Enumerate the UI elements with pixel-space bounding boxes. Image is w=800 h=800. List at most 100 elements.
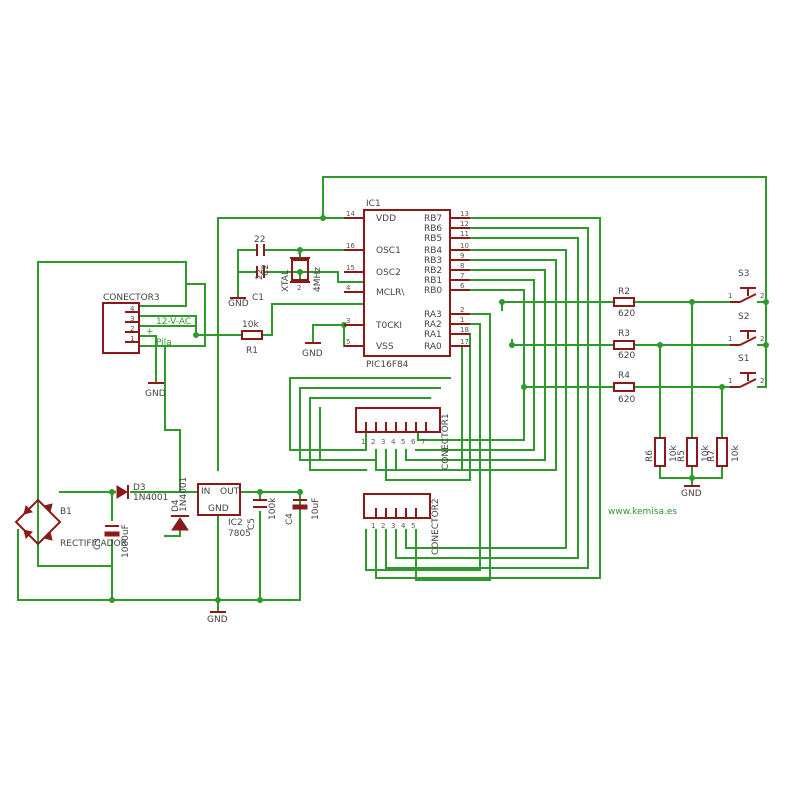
s3-pin1: 1 <box>728 292 732 300</box>
ic1-pin-number: 5 <box>346 338 350 346</box>
s1-ref: S1 <box>738 354 749 364</box>
connector3-pin-number: 1 <box>130 335 134 343</box>
regulator-ic2: IN OUT GND IC2 7805 <box>197 483 251 539</box>
ic1-pin-number: 1 <box>460 316 464 324</box>
website-text[interactable]: www.kemisa.es <box>608 507 677 517</box>
s2-ref: S2 <box>738 312 749 322</box>
d4-value: 1N4001 <box>179 477 189 512</box>
gnd-symbol-main: GND <box>207 611 228 625</box>
ic1-pin-number: 15 <box>346 264 355 272</box>
net-12vac: 12-V-AC <box>156 317 191 327</box>
capacitor-c4: C4 10uF <box>285 498 321 525</box>
resistor-r1: 10k R1 <box>241 320 263 356</box>
xtal-label: XTAL <box>281 270 291 292</box>
resistor-r3: R3 620 <box>613 329 635 361</box>
net-plus: + <box>146 327 154 337</box>
c4-ref: C4 <box>285 513 295 525</box>
switch-s3: S3 1 2 <box>728 269 764 303</box>
diode-d4: D4 1N4001 <box>171 477 189 531</box>
ic1-part: PIC16F84 <box>366 360 409 370</box>
capacitor-c1: C1 22 <box>252 266 265 303</box>
capacitor-c2: 22 C2 <box>254 235 271 276</box>
c1-ref: C1 <box>252 293 264 303</box>
connector2-pin-number: 1 <box>371 522 375 530</box>
ic1-pin-number: 2 <box>460 306 464 314</box>
resistor-r6: R6 10k <box>645 437 679 467</box>
ic1-pin-name: RB4 <box>424 246 442 256</box>
connector3-pin-number: 2 <box>130 325 134 333</box>
connector3-ref: CONECTOR3 <box>103 293 160 303</box>
ic1-pin-name: RA2 <box>424 320 442 330</box>
ic1-pin-name: RB3 <box>424 256 442 266</box>
ic1-pin-name: VDD <box>376 214 396 224</box>
s3-ref: S3 <box>738 269 749 279</box>
ic1-pin-number: 7 <box>460 272 464 280</box>
connector1-pin-number: 6 <box>411 438 416 446</box>
ic1-pin-number: 12 <box>460 220 469 228</box>
ic1-pin-number: 11 <box>460 230 469 238</box>
r5-value: 10k <box>701 445 711 462</box>
ic2-ref: IC2 <box>228 518 243 528</box>
bridge-rectifier-b1: B1 RECTIFICADOR <box>14 498 127 549</box>
ic1-pin-name: RB6 <box>424 224 442 234</box>
ic1-pin-name: RA0 <box>424 342 442 352</box>
r2-ref: R2 <box>618 287 630 297</box>
connector2-pin-number: 5 <box>411 522 415 530</box>
d3-value: 1N4001 <box>133 493 168 503</box>
ic2-part: 7805 <box>228 529 251 539</box>
r5-ref: R5 <box>677 450 687 462</box>
gnd-symbol-con3: GND <box>145 382 166 399</box>
gnd-label: GND <box>228 299 249 309</box>
r6-value: 10k <box>669 445 679 462</box>
r3-ref: R3 <box>618 329 630 339</box>
c3-ref: C3 <box>93 538 103 550</box>
s3-pin2: 2 <box>760 292 764 300</box>
c4-value: 10uF <box>311 498 321 520</box>
ic1-pin-name: OSC2 <box>376 268 401 278</box>
connector1-pin-number: 4 <box>391 438 396 446</box>
ic1-pin-number: 14 <box>346 210 355 218</box>
c2-value: 22 <box>254 235 265 245</box>
gnd-label: GND <box>302 349 323 359</box>
gnd-symbol-vss: GND <box>302 342 323 359</box>
ic1-pin-name: RB7 <box>424 214 442 224</box>
crystal-xtal: XTAL 4MHz 1 2 <box>281 252 323 292</box>
gnd-label: GND <box>681 489 702 499</box>
capacitor-c5: C5 100k <box>247 497 278 530</box>
s2-pin2: 2 <box>760 335 764 343</box>
r3-value: 620 <box>618 351 635 361</box>
r7-value: 10k <box>731 445 741 462</box>
capacitor-c3: C3 1000uF <box>93 524 131 558</box>
ic1-pin-number: 10 <box>460 242 469 250</box>
bridge-ref: B1 <box>60 507 72 517</box>
ic1-pin-number: 3 <box>346 317 350 325</box>
d3-ref: D3 <box>133 483 146 493</box>
connector1-pin-number: 7 <box>421 438 425 446</box>
ic1-pin-number: 4 <box>346 284 351 292</box>
net-pila: Pila <box>156 338 172 348</box>
junctions <box>109 215 769 603</box>
c2-ref: C2 <box>261 264 271 276</box>
r7-ref: R7 <box>707 450 717 462</box>
resistor-r7: R7 10k <box>707 437 741 467</box>
diode-d3: D3 1N4001 <box>116 483 168 503</box>
connector3-pin-number: 3 <box>130 315 134 323</box>
switch-s2: S2 1 2 <box>728 312 764 346</box>
ic1-pin-name: RB0 <box>424 286 442 296</box>
resistor-r5: R5 10k <box>677 437 711 467</box>
ic2-gnd: GND <box>208 504 229 514</box>
ic1-pin-number: 6 <box>460 282 465 290</box>
ic1-ref: IC1 <box>366 199 381 209</box>
ic1-pin-name: RA1 <box>424 330 442 340</box>
gnd-label: GND <box>145 389 166 399</box>
ic1-pin-name: RB5 <box>424 234 442 244</box>
gnd-symbol-pulldown: GND <box>681 485 702 499</box>
ic1-pin-number: 17 <box>460 338 469 346</box>
